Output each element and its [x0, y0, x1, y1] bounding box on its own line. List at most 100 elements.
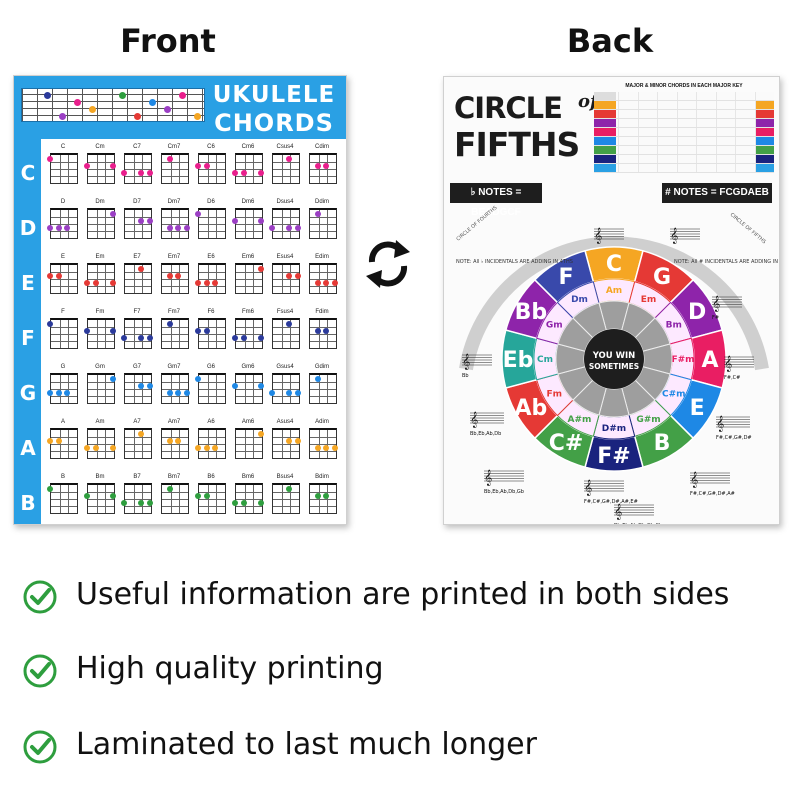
- table-cell: [696, 119, 715, 127]
- finger-dot: [47, 438, 53, 444]
- chord-box: [124, 318, 152, 349]
- finger-dot: [195, 328, 201, 334]
- finger-dot: [147, 218, 154, 224]
- chord-box: [235, 318, 263, 349]
- finger-dot: [212, 445, 219, 451]
- table-cell: [637, 155, 657, 163]
- chord-diagram: Bm7: [155, 474, 193, 524]
- fret-line: [273, 396, 299, 397]
- key-color-cell: [594, 137, 616, 145]
- fret-line: [199, 396, 225, 397]
- chord-box: [161, 318, 189, 349]
- chord-name: Cm: [95, 144, 105, 150]
- fret-line: [88, 224, 114, 225]
- treble-clef-icon: 𝄞: [712, 296, 720, 312]
- chord-box: [235, 153, 263, 184]
- fret-line: [125, 499, 151, 500]
- fret-line: [88, 492, 114, 493]
- table-row: [594, 91, 774, 101]
- fret-line: [199, 506, 225, 507]
- table-cell: [657, 119, 676, 127]
- major-key-label: C#: [549, 431, 584, 456]
- fret-line: [199, 169, 225, 170]
- finger-dot: [269, 390, 275, 396]
- chord-diagram: Am7: [155, 419, 193, 471]
- minor-key-label: A#m: [568, 415, 592, 425]
- finger-dot: [195, 163, 201, 169]
- fret-line: [52, 89, 53, 121]
- table-cell: [618, 137, 637, 145]
- finger-dot: [166, 156, 173, 162]
- fret-line: [51, 224, 77, 225]
- chord-box: [87, 318, 115, 349]
- table-row: [594, 127, 774, 137]
- chord-name: Fdim: [315, 309, 329, 315]
- table-cell: [676, 164, 696, 172]
- chord-name: B6: [207, 474, 215, 480]
- fret-line: [125, 396, 151, 397]
- chord-diagram: Am: [81, 419, 119, 471]
- fret-line: [51, 451, 77, 452]
- chord-name: Edim: [315, 254, 329, 260]
- fret-line: [236, 396, 262, 397]
- key-color-cell: [594, 146, 616, 154]
- table-cell: [715, 137, 735, 145]
- chord-name: F6: [207, 309, 215, 315]
- key-letter: F: [21, 326, 35, 350]
- table-cell: [657, 137, 676, 145]
- fret-line: [199, 341, 225, 342]
- chord-diagram: Fm: [81, 309, 119, 361]
- fret-line: [273, 437, 299, 438]
- fret-line: [162, 444, 188, 445]
- chord-diagram: Fdim: [303, 309, 341, 361]
- table-cell: [754, 164, 774, 172]
- chord-diagram: F: [44, 309, 82, 361]
- fret-dot: [74, 99, 81, 106]
- chord-name: Bm6: [241, 474, 255, 480]
- fret-line: [310, 169, 336, 170]
- table-cell: [637, 119, 657, 127]
- chord-box: [198, 483, 226, 514]
- fret-line: [125, 279, 151, 280]
- table-cell: [618, 128, 637, 136]
- chord-box: [50, 263, 78, 294]
- chord-box: [272, 483, 300, 514]
- fret-line: [51, 162, 77, 163]
- table-cell: [696, 146, 715, 154]
- fret-line: [37, 89, 38, 121]
- fret-line: [273, 169, 299, 170]
- finger-dot: [232, 218, 238, 224]
- fret-line: [273, 279, 299, 280]
- fret-line: [236, 334, 262, 335]
- fret-line: [51, 389, 77, 390]
- chord-diagram: C: [44, 144, 82, 196]
- chord-name: Adim: [315, 419, 329, 425]
- fret-line: [88, 279, 114, 280]
- fret-line: [199, 492, 225, 493]
- table-cell: [618, 92, 637, 100]
- table-cell: [715, 128, 735, 136]
- finger-dot: [47, 156, 53, 162]
- table-cell: [676, 137, 696, 145]
- finger-dot: [203, 328, 210, 334]
- chord-box: [87, 153, 115, 184]
- table-cell: [676, 92, 696, 100]
- treble-clef-icon: 𝄞: [690, 472, 698, 488]
- table-cell: [696, 101, 715, 109]
- fret-line: [236, 217, 262, 218]
- chord-name: Em: [95, 254, 105, 260]
- chord-name: Gsus4: [276, 364, 294, 370]
- table-cell: [696, 164, 715, 172]
- chord-diagram: G7: [118, 364, 156, 416]
- chord-name: F7: [133, 309, 141, 315]
- major-key-label: F#: [597, 444, 630, 469]
- fret-line: [310, 444, 336, 445]
- finger-dot: [332, 280, 339, 286]
- finger-dot: [166, 438, 173, 444]
- string-line: [22, 94, 204, 95]
- center-text-line2: SOMETIMES: [589, 362, 639, 371]
- chord-name: Ddim: [314, 199, 329, 205]
- treble-clef-icon: 𝄞: [594, 228, 602, 244]
- finger-dot: [295, 225, 302, 231]
- finger-dot: [175, 438, 182, 444]
